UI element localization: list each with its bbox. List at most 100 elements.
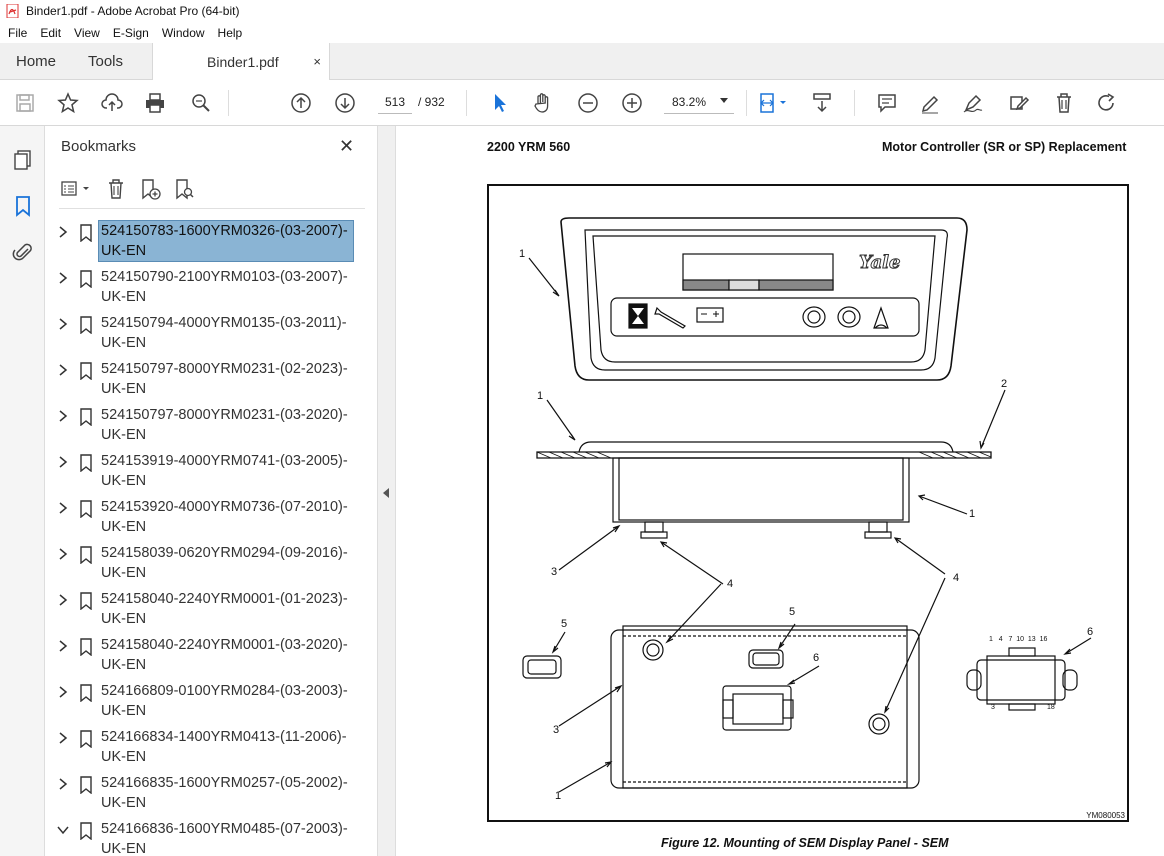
close-icon[interactable]: ✕ <box>339 136 355 156</box>
save-icon[interactable] <box>12 90 38 116</box>
zoom-out-icon[interactable] <box>575 90 601 116</box>
pages-icon[interactable] <box>11 148 35 172</box>
options-menu-icon[interactable] <box>59 176 95 202</box>
hand-tool-icon[interactable] <box>530 90 556 116</box>
menu-edit[interactable]: Edit <box>40 25 62 40</box>
figure-reference: YM080053 <box>1086 811 1125 820</box>
sign-pen-icon[interactable] <box>960 90 986 116</box>
select-cursor-icon[interactable] <box>487 90 513 116</box>
bookmark-item[interactable]: 524150783-1600YRM0326-(03-2007)-UK-EN <box>45 220 363 266</box>
bookmark-icon <box>80 684 92 702</box>
bookmark-label: 524150797-8000YRM0231-(02-2023)-UK-EN <box>101 361 348 397</box>
delete-bookmark-icon[interactable] <box>103 176 129 202</box>
bookmark-icon <box>80 362 92 380</box>
chevron-right-icon[interactable] <box>57 639 69 653</box>
menu-help[interactable]: Help <box>217 25 243 40</box>
add-bookmark-icon[interactable] <box>137 176 163 202</box>
chevron-right-icon[interactable] <box>57 593 69 607</box>
chevron-right-icon[interactable] <box>57 777 69 791</box>
bookmark-icon <box>80 224 92 242</box>
bookmark-icon <box>80 454 92 472</box>
page-fit-icon[interactable] <box>755 90 791 116</box>
bookmark-icon <box>80 408 92 426</box>
next-page-icon[interactable] <box>332 90 358 116</box>
attachment-icon[interactable] <box>11 240 35 264</box>
menu-window[interactable]: Window <box>161 25 205 40</box>
bookmark-label: 524166809-0100YRM0284-(03-2003)-UK-EN <box>101 683 348 719</box>
panel-splitter[interactable] <box>378 126 396 856</box>
chevron-right-icon[interactable] <box>57 409 69 423</box>
tab-tools[interactable]: Tools <box>88 53 124 70</box>
search-bookmark-icon[interactable] <box>171 176 197 202</box>
callout-1d: 1 <box>555 790 562 802</box>
bookmark-label: 524158040-2240YRM0001-(03-2020)-UK-EN <box>101 637 348 673</box>
bookmark-panel-icon[interactable] <box>11 194 35 218</box>
page-header-right: Motor Controller (SR or SP) Replacement <box>882 140 1127 154</box>
highlight-pen-icon[interactable] <box>917 90 943 116</box>
comment-icon[interactable] <box>874 90 900 116</box>
bookmark-item[interactable]: 524166834-1400YRM0413-(11-2006)-UK-EN <box>45 726 363 772</box>
chevron-right-icon[interactable] <box>57 317 69 331</box>
bookmark-tools <box>59 176 205 202</box>
zoom-value: 83.2% <box>672 94 707 109</box>
scroll-mode-icon[interactable] <box>809 90 835 116</box>
pin-number-3: 3 <box>991 704 995 711</box>
redo-icon[interactable] <box>1094 90 1120 116</box>
bookmark-label: 524158039-0620YRM0294-(09-2016)-UK-EN <box>101 545 348 581</box>
zoom-in-icon[interactable] <box>619 90 645 116</box>
bookmark-item[interactable]: 524150790-2100YRM0103-(03-2007)-UK-EN <box>45 266 363 312</box>
pin-numbers-top: 1 4 7 10 13 16 <box>989 636 1048 643</box>
chevron-right-icon[interactable] <box>57 685 69 699</box>
bookmark-icon <box>80 822 92 840</box>
callout-4a: 4 <box>727 578 734 590</box>
print-icon[interactable] <box>142 90 168 116</box>
bookmark-icon <box>80 776 92 794</box>
bookmark-item[interactable]: 524166809-0100YRM0284-(03-2003)-UK-EN <box>45 680 363 726</box>
chevron-right-icon[interactable] <box>57 501 69 515</box>
star-icon[interactable] <box>55 90 81 116</box>
bookmark-item[interactable]: 524153920-4000YRM0736-(07-2010)-UK-EN <box>45 496 363 542</box>
bookmark-icon <box>80 270 92 288</box>
yale-logo: Yale <box>858 252 901 274</box>
chevron-right-icon[interactable] <box>57 731 69 745</box>
chevron-right-icon[interactable] <box>57 547 69 561</box>
toolbar <box>0 80 1164 126</box>
zoom-search-icon[interactable] <box>188 90 214 116</box>
chevron-right-icon[interactable] <box>57 363 69 377</box>
callout-2: 2 <box>1001 378 1008 390</box>
menu-view[interactable]: View <box>74 25 100 40</box>
tab-home[interactable]: Home <box>16 53 57 70</box>
chevron-right-icon[interactable] <box>57 455 69 469</box>
tab-document[interactable]: Binder1.pdf × <box>152 43 330 81</box>
page-number-input[interactable]: 513 <box>378 90 412 114</box>
bookmark-item[interactable]: 524166835-1600YRM0257-(05-2002)-UK-EN <box>45 772 363 818</box>
bookmark-icon <box>80 316 92 334</box>
bookmark-item[interactable]: 524150797-8000YRM0231-(02-2023)-UK-EN <box>45 358 363 404</box>
upload-cloud-icon[interactable] <box>99 90 125 116</box>
document-view[interactable]: 2200 YRM 560 Motor Controller (SR or SP)… <box>397 126 1164 856</box>
bookmark-item[interactable]: 524166836-1600YRM0485-(07-2003)-UK-EN <box>45 818 363 856</box>
bookmark-item[interactable]: 524153919-4000YRM0741-(03-2005)-UK-EN <box>45 450 363 496</box>
edit-text-icon[interactable] <box>1006 90 1032 116</box>
delete-icon[interactable] <box>1051 90 1077 116</box>
menu-esign[interactable]: E-Sign <box>112 25 149 40</box>
bookmark-icon <box>80 546 92 564</box>
title-bar: Binder1.pdf - Adobe Acrobat Pro (64-bit) <box>0 0 1164 22</box>
bookmark-item[interactable]: 524150797-8000YRM0231-(03-2020)-UK-EN <box>45 404 363 450</box>
bookmark-item[interactable]: 524158040-2240YRM0001-(01-2023)-UK-EN <box>45 588 363 634</box>
chevron-down-icon[interactable] <box>57 823 69 837</box>
close-tab-icon[interactable]: × <box>313 54 321 69</box>
menu-file[interactable]: File <box>8 25 28 40</box>
collapse-panel-icon[interactable] <box>383 488 389 498</box>
previous-page-icon[interactable] <box>288 90 314 116</box>
bookmark-item[interactable]: 524158040-2240YRM0001-(03-2020)-UK-EN <box>45 634 363 680</box>
chevron-down-icon <box>720 98 728 103</box>
bookmark-item[interactable]: 524150794-4000YRM0135-(03-2011)-UK-EN <box>45 312 363 358</box>
callout-5b: 5 <box>789 606 796 618</box>
chevron-right-icon[interactable] <box>57 225 69 239</box>
zoom-select[interactable]: 83.2% <box>664 90 734 114</box>
chevron-right-icon[interactable] <box>57 271 69 285</box>
callout-1c: 1 <box>969 508 976 520</box>
bookmark-label: 524166835-1600YRM0257-(05-2002)-UK-EN <box>101 775 348 811</box>
bookmark-item[interactable]: 524158039-0620YRM0294-(09-2016)-UK-EN <box>45 542 363 588</box>
